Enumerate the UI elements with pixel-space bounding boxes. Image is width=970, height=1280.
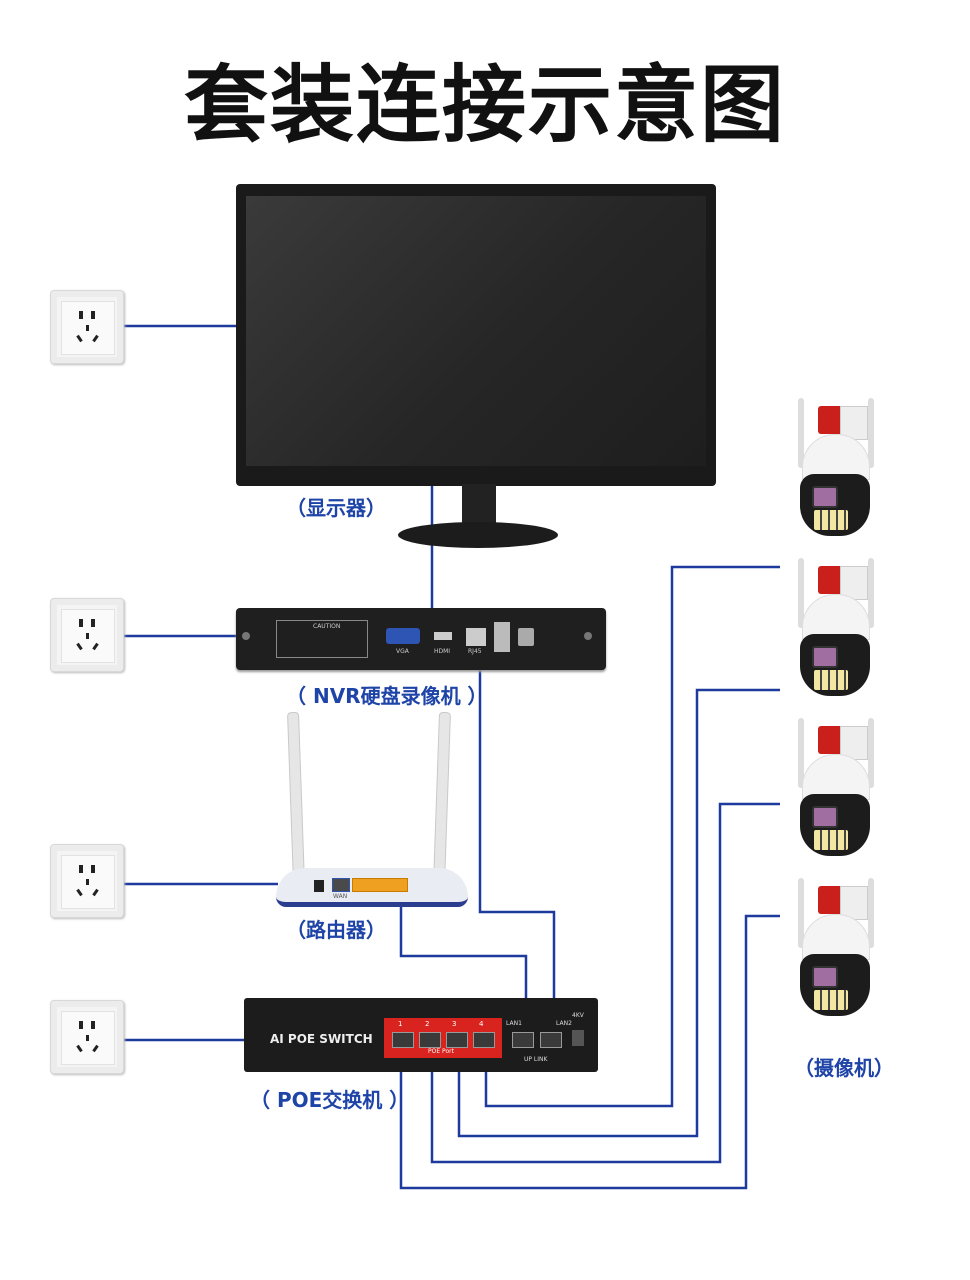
label-nvr: （ NVR硬盘录像机 ） xyxy=(286,684,488,708)
power-outlet xyxy=(50,290,124,364)
switch-toggle xyxy=(572,1030,584,1046)
port-number: 3 xyxy=(452,1020,457,1028)
wire-cam-3 xyxy=(430,802,780,1164)
camera-lens-icon xyxy=(812,646,838,668)
uplink-lan2 xyxy=(540,1032,562,1048)
label-monitor: （显示器） xyxy=(286,496,386,520)
router-power-jack xyxy=(314,880,324,892)
monitor xyxy=(236,184,716,486)
wire-cam-4 xyxy=(399,914,780,1190)
label-poe: （ POE交换机 ） xyxy=(250,1088,410,1112)
wire-router-poe xyxy=(399,892,528,1024)
poe-port-4 xyxy=(473,1032,495,1048)
power-outlet xyxy=(50,598,124,672)
power-outlet xyxy=(50,1000,124,1074)
poe-port-1 xyxy=(392,1032,414,1048)
router: WAN xyxy=(276,868,468,907)
caution-sticker: CAUTION xyxy=(276,620,368,658)
page-title: 套装连接示意图 xyxy=(183,56,786,154)
camera-lens-icon xyxy=(812,966,838,988)
lan-ports xyxy=(352,878,408,892)
hdmi-port xyxy=(434,632,452,640)
usb-port xyxy=(494,622,510,652)
camera-lens-icon xyxy=(812,806,838,828)
poe-port-label: POE Port xyxy=(428,1048,454,1055)
poe-brand: AI POE SWITCH xyxy=(270,1032,373,1046)
camera xyxy=(796,878,874,1028)
label-router: （路由器） xyxy=(286,918,386,942)
monitor-screen xyxy=(246,196,706,466)
nvr-recorder: CAUTION VGA HDMI RJ45 xyxy=(236,608,606,670)
screw-icon xyxy=(584,632,592,640)
wire-cam-1 xyxy=(484,565,780,1108)
camera xyxy=(796,718,874,868)
poe-port-panel: 1 2 3 4 POE Port xyxy=(384,1018,502,1058)
poe-switch: AI POE SWITCH xyxy=(244,998,598,1072)
monitor-stand-base xyxy=(398,522,558,548)
poe-port-3 xyxy=(446,1032,468,1048)
rj45-port xyxy=(466,628,486,646)
poe-port-2 xyxy=(419,1032,441,1048)
wan-port xyxy=(332,878,350,892)
monitor-stand-neck xyxy=(462,484,496,528)
camera xyxy=(796,398,874,548)
power-jack xyxy=(518,628,534,646)
port-number: 2 xyxy=(425,1020,430,1028)
camera-lens-icon xyxy=(812,486,838,508)
port-number: 4 xyxy=(479,1020,484,1028)
screw-icon xyxy=(242,632,250,640)
label-camera: （摄像机） xyxy=(794,1056,894,1080)
power-outlet xyxy=(50,844,124,918)
vga-port xyxy=(386,628,420,644)
wire-cam-2 xyxy=(457,688,780,1138)
port-number: 1 xyxy=(398,1020,403,1028)
camera xyxy=(796,558,874,708)
uplink-lan1 xyxy=(512,1032,534,1048)
wire-nvr-poe xyxy=(478,656,556,1024)
